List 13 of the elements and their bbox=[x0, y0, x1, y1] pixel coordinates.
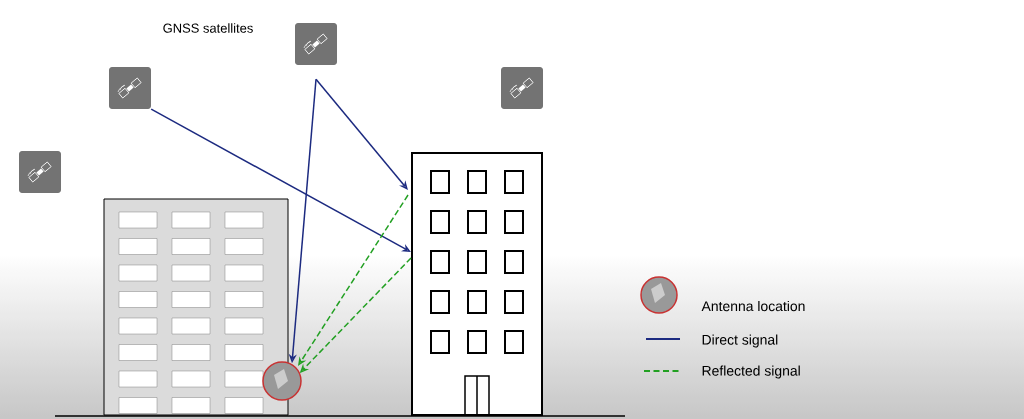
satellites-label: GNSS satellites bbox=[163, 23, 253, 33]
legend-label: Antenna location bbox=[701, 300, 805, 312]
legend-label: Direct signal bbox=[702, 334, 778, 348]
building-drawing bbox=[411, 152, 543, 416]
signal-arrow bbox=[315, 78, 408, 190]
satellite-icon bbox=[501, 67, 543, 109]
satellite-icon bbox=[295, 23, 337, 65]
legend-label: Reflected signal bbox=[702, 365, 800, 379]
satellite-icon bbox=[19, 151, 61, 193]
satellite-icon bbox=[109, 67, 151, 109]
antenna-icon bbox=[262, 361, 302, 401]
signal-arrow bbox=[150, 108, 411, 252]
building-drawing bbox=[103, 198, 289, 416]
